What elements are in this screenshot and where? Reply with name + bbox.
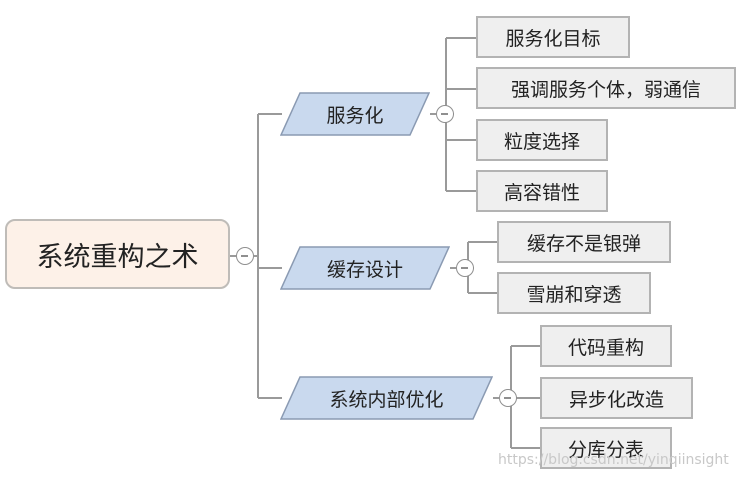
branch-label: 系统内部优化 (329, 388, 444, 411)
collapse-toggle-icon[interactable] (499, 389, 517, 407)
leaf-topic[interactable]: 异步化改造 (540, 377, 693, 419)
parallelogram-shape (280, 246, 450, 290)
branch-topic-internal-optimization[interactable]: 系统内部优化 (280, 376, 493, 420)
collapse-toggle-icon[interactable] (436, 105, 454, 123)
leaf-topic[interactable]: 粒度选择 (476, 119, 608, 161)
leaf-topic[interactable]: 分库分表 (540, 427, 672, 469)
leaf-topic[interactable]: 缓存不是银弹 (497, 221, 671, 263)
branch-label: 缓存设计 (326, 258, 403, 281)
root-topic[interactable]: 系统重构之术 (5, 219, 230, 289)
collapse-toggle-icon[interactable] (236, 247, 254, 265)
branch-topic-service[interactable]: 服务化 (280, 92, 430, 136)
collapse-toggle-icon[interactable] (456, 259, 474, 277)
leaf-topic[interactable]: 雪崩和穿透 (497, 272, 651, 314)
leaf-topic[interactable]: 服务化目标 (476, 16, 630, 58)
leaf-topic[interactable]: 代码重构 (540, 325, 672, 367)
parallelogram-shape (280, 376, 493, 420)
parallelogram-shape (280, 92, 430, 136)
branch-label: 服务化 (326, 104, 384, 127)
leaf-topic[interactable]: 高容错性 (476, 170, 608, 212)
branch-topic-cache[interactable]: 缓存设计 (280, 246, 450, 290)
leaf-topic[interactable]: 强调服务个体，弱通信 (476, 67, 736, 109)
watermark-text: https://blog.csdn.net/yinqiinsight (498, 452, 729, 468)
